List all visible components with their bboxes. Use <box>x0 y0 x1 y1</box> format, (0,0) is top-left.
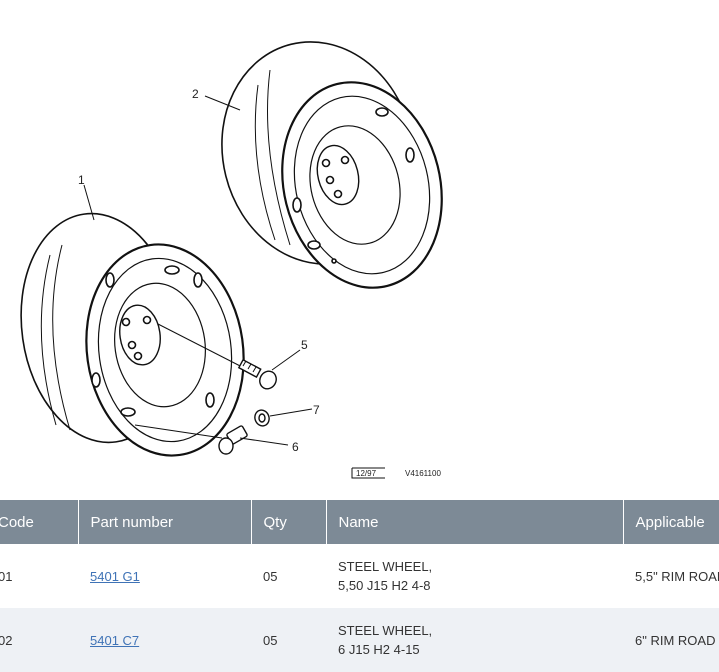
cell-applicable: 6" RIM ROAD W <box>623 608 719 672</box>
exploded-parts-diagram: 2 1 5 6 7 12/97 V4161100 <box>20 41 443 479</box>
steel-wheel-1-illustration <box>20 212 245 457</box>
column-header-part-number[interactable]: Part number <box>78 500 252 544</box>
wheel-bolt-5-illustration <box>157 323 277 390</box>
steel-wheel-2-illustration <box>221 41 443 289</box>
cell-name: STEEL WHEEL, 5,50 J15 H2 4-8 <box>326 544 623 608</box>
parts-table: Code Part number Qty Name Applicable 01 … <box>0 500 719 672</box>
callout-label-2: 2 <box>192 87 199 101</box>
callout-label-6: 6 <box>292 440 299 454</box>
part-number-link[interactable]: 5401 G1 <box>90 568 140 584</box>
nut-7-illustration <box>254 409 270 427</box>
cell-part-number: 5401 G1 <box>78 544 251 608</box>
part-number-link[interactable]: 5401 C7 <box>90 632 140 648</box>
cell-applicable: 5,5" RIM ROAD <box>623 544 719 608</box>
column-header-code[interactable]: Code <box>0 500 79 544</box>
name-line-1: STEEL WHEEL, <box>338 623 433 638</box>
column-header-qty[interactable]: Qty <box>251 500 327 544</box>
name-line-2: 6 J15 H2 4-15 <box>338 642 420 657</box>
cell-code: 02 <box>0 608 78 672</box>
cell-qty: 05 <box>251 544 326 608</box>
cell-name: STEEL WHEEL, 6 J15 H2 4-15 <box>326 608 623 672</box>
callout-label-5: 5 <box>301 338 308 352</box>
column-header-name[interactable]: Name <box>326 500 624 544</box>
callout-label-1: 1 <box>78 173 85 187</box>
cell-code: 01 <box>0 544 78 608</box>
name-line-1: STEEL WHEEL, <box>338 559 433 574</box>
column-header-applicable[interactable]: Applicable <box>623 500 719 544</box>
table-header-row: Code Part number Qty Name Applicable <box>0 500 719 544</box>
cell-qty: 05 <box>251 608 326 672</box>
cell-part-number: 5401 C7 <box>78 608 251 672</box>
table-row: 02 5401 C7 05 STEEL WHEEL, 6 J15 H2 4-15… <box>0 608 719 672</box>
diagram-reference: V4161100 <box>405 469 441 478</box>
callout-label-7: 7 <box>313 403 320 417</box>
name-line-2: 5,50 J15 H2 4-8 <box>338 578 431 593</box>
valve-6-illustration <box>134 424 248 455</box>
stamp-date: 12/97 <box>356 469 377 478</box>
diagram-stamp: 12/97 V4161100 <box>351 467 441 479</box>
callout-leaders <box>83 95 313 446</box>
table-row: 01 5401 G1 05 STEEL WHEEL, 5,50 J15 H2 4… <box>0 544 719 608</box>
